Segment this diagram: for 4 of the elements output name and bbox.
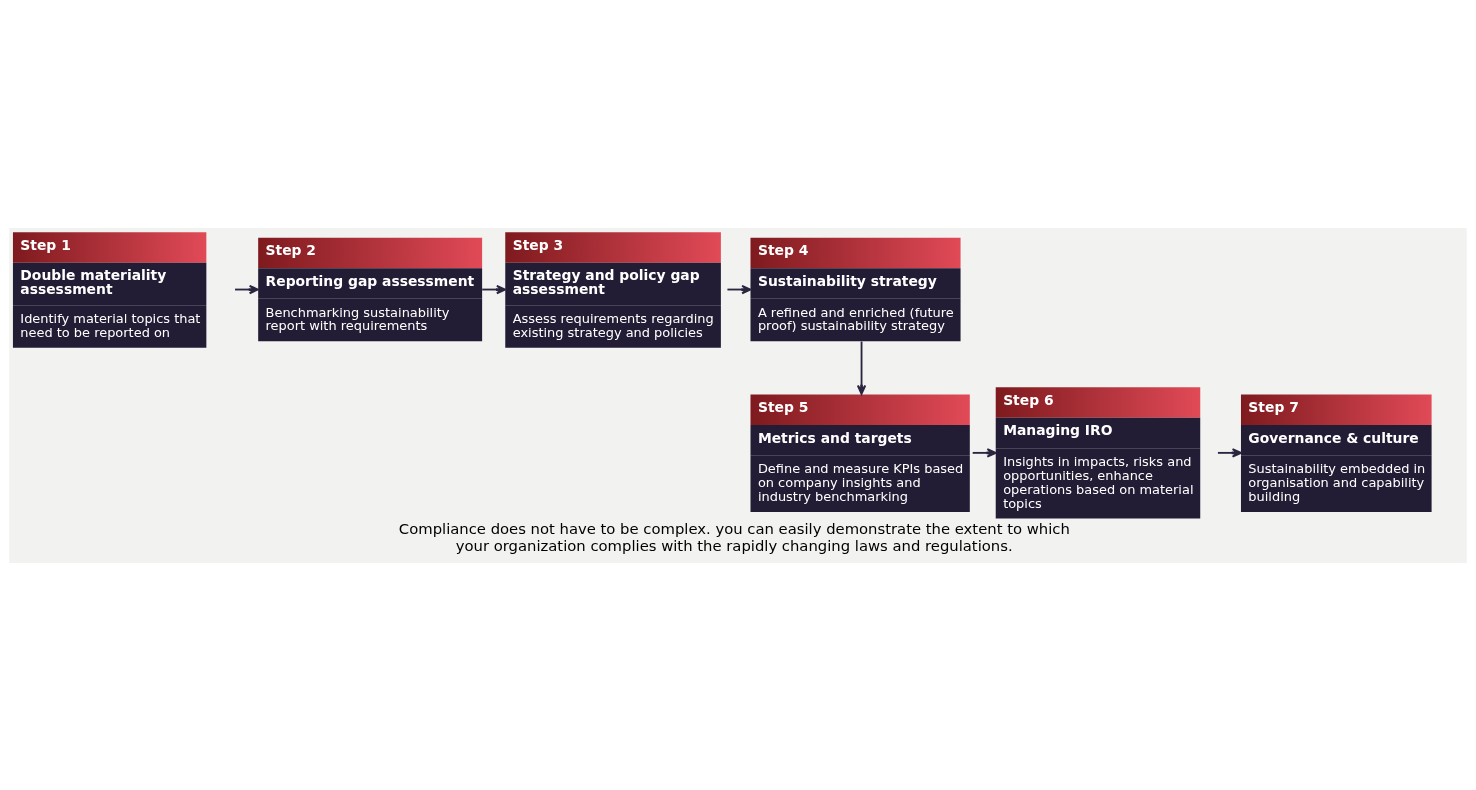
arrow bbox=[971, 447, 997, 458]
arrow bbox=[1216, 447, 1242, 458]
caption: Compliance does not have to be complex. you can easily demonstrate the extent to which your organization complies with the rapidly changing laws and regulations. bbox=[398, 519, 1070, 554]
arrow bbox=[856, 340, 867, 395]
